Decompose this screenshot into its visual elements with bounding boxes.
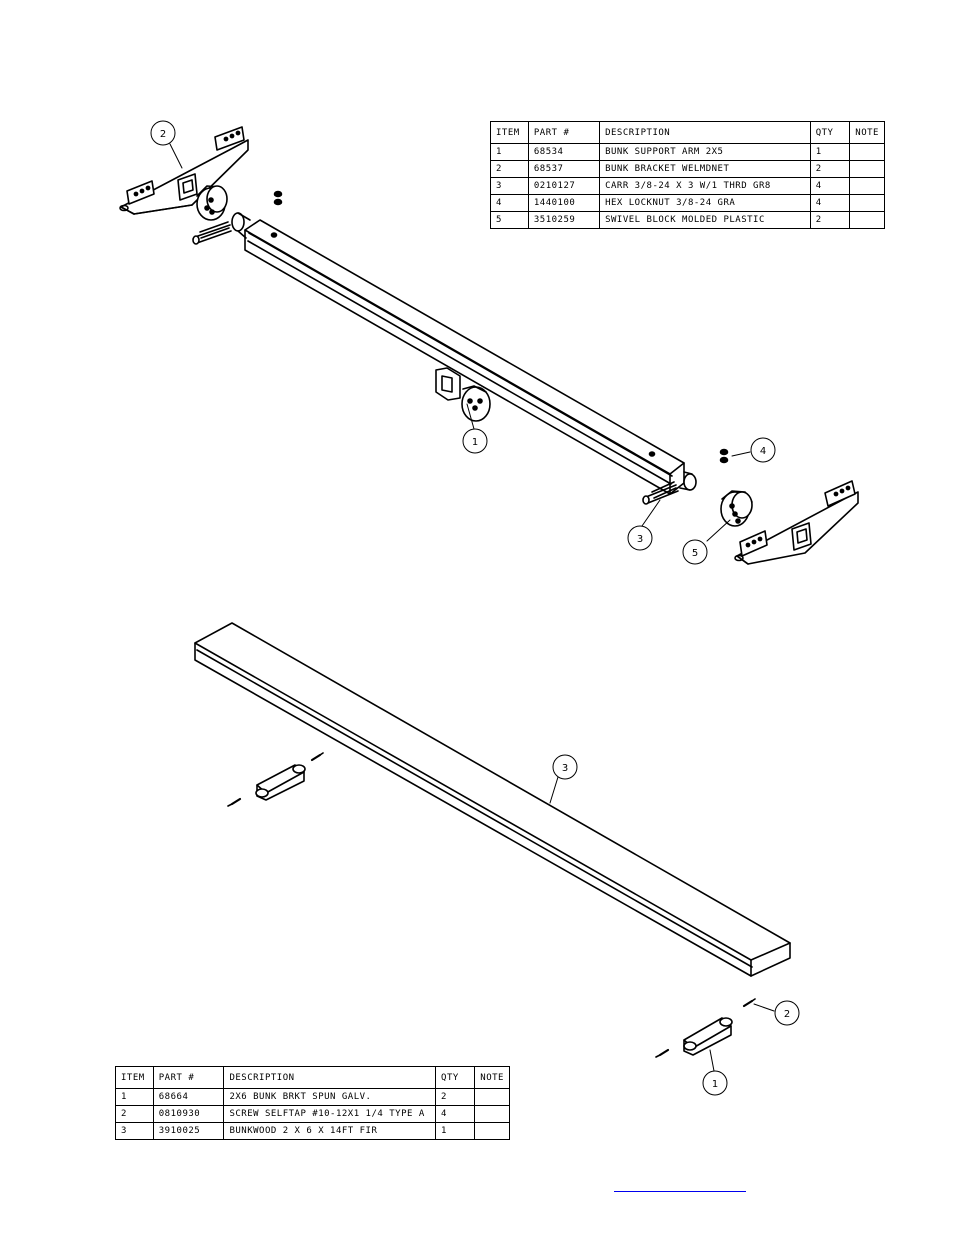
swivel-block-left: [196, 185, 228, 221]
table-cell: SCREW SELFTAP #10-12X1 1/4 TYPE A: [223, 1105, 437, 1123]
swivel-block-right: [720, 490, 753, 527]
table-cell: 2: [435, 1088, 476, 1106]
table-row: 2 68537 BUNK BRACKET WELMDNET 2: [490, 160, 885, 178]
table-cell: [474, 1088, 510, 1106]
callout-label: 2: [784, 1009, 790, 1020]
callout-label: 3: [562, 763, 568, 774]
table-cell: 1: [809, 143, 851, 161]
table-cell: [849, 143, 885, 161]
table-cell: [474, 1122, 510, 1140]
table-cell: 4: [435, 1105, 476, 1123]
table-cell: 0810930: [152, 1105, 225, 1123]
bunk-bracket-right: [734, 480, 859, 565]
top-parts-list-table: ITEM PART # DESCRIPTION QTY NOTE 1 68534…: [490, 121, 885, 229]
column-header: ITEM: [490, 121, 529, 144]
callout-label: 1: [712, 1079, 718, 1090]
column-header: PART #: [152, 1066, 225, 1089]
table-cell: 4: [809, 194, 851, 212]
table-row: 2 0810930 SCREW SELFTAP #10-12X1 1/4 TYP…: [115, 1105, 510, 1123]
table-cell: 4: [809, 177, 851, 195]
table-cell: 3910025: [152, 1122, 225, 1140]
table-row: 3 0210127 CARR 3/8-24 X 3 W/1 THRD GR8 4: [490, 177, 885, 195]
callout-label: 5: [692, 548, 698, 559]
table-row: 1 68534 BUNK SUPPORT ARM 2X5 1: [490, 143, 885, 161]
table-cell: 68537: [527, 160, 601, 178]
column-header: NOTE: [474, 1066, 510, 1089]
table-cell: 2X6 BUNK BRKT SPUN GALV.: [223, 1088, 437, 1106]
carriage-bolts-right: [642, 481, 679, 505]
table-cell: 1: [490, 143, 529, 161]
table-header-row: ITEM PART # DESCRIPTION QTY NOTE: [115, 1066, 510, 1089]
table-row: 3 3910025 BUNKWOOD 2 X 6 X 14FT FIR 1: [115, 1122, 510, 1140]
table-cell: BUNK SUPPORT ARM 2X5: [599, 143, 811, 161]
table-cell: 0210127: [527, 177, 601, 195]
table-header-row: ITEM PART # DESCRIPTION QTY NOTE: [490, 121, 885, 144]
hex-locknut-right: [719, 448, 729, 464]
column-header: NOTE: [849, 121, 885, 144]
callout-label: 1: [472, 437, 478, 448]
callout-balloon: [750, 437, 776, 463]
table-cell: 1: [115, 1088, 154, 1106]
bunk-bracket-left: [119, 126, 249, 215]
table-cell: 2: [115, 1105, 154, 1123]
table-cell: 2: [809, 160, 851, 178]
table-cell: [849, 177, 885, 195]
table-cell: 2: [809, 211, 851, 229]
callout-balloon: [552, 754, 578, 780]
table-cell: 2: [490, 160, 529, 178]
table-cell: 4: [490, 194, 529, 212]
carriage-bolts-left: [192, 221, 232, 245]
callout-balloon: [462, 428, 488, 454]
hex-locknut-left: [273, 190, 283, 206]
footer-link-underline[interactable]: [614, 1191, 746, 1192]
table-cell: 1440100: [527, 194, 601, 212]
table-cell: 5: [490, 211, 529, 229]
callout-balloon: [150, 120, 176, 146]
column-header: PART #: [527, 121, 601, 144]
table-cell: 3: [490, 177, 529, 195]
table-cell: 1: [435, 1122, 476, 1140]
bunk-support-arm: [231, 212, 697, 495]
table-cell: BUNKWOOD 2 X 6 X 14FT FIR: [223, 1122, 437, 1140]
table-cell: SWIVEL BLOCK MOLDED PLASTIC: [599, 211, 811, 229]
bunk-bracket-bottom-left: [227, 752, 324, 807]
table-cell: [849, 160, 885, 178]
bottom-parts-list-table: ITEM PART # DESCRIPTION QTY NOTE 1 68664…: [115, 1066, 510, 1140]
callout-label: 2: [160, 129, 166, 140]
table-row: 5 3510259 SWIVEL BLOCK MOLDED PLASTIC 2: [490, 211, 885, 229]
table-row: 1 68664 2X6 BUNK BRKT SPUN GALV. 2: [115, 1088, 510, 1106]
table-cell: 3510259: [527, 211, 601, 229]
column-header: QTY: [809, 121, 851, 144]
table-cell: 68534: [527, 143, 601, 161]
table-cell: BUNK BRACKET WELMDNET: [599, 160, 811, 178]
callout-label: 3: [637, 534, 643, 545]
table-cell: 3: [115, 1122, 154, 1140]
table-cell: CARR 3/8-24 X 3 W/1 THRD GR8: [599, 177, 811, 195]
column-header: ITEM: [115, 1066, 154, 1089]
bunk-bracket-bottom-right: [655, 998, 756, 1058]
column-header: QTY: [435, 1066, 476, 1089]
bunkwood-board: [194, 622, 791, 977]
table-cell: 68664: [152, 1088, 225, 1106]
bottom-leaders: [549, 776, 775, 1072]
column-header: DESCRIPTION: [223, 1066, 437, 1089]
table-cell: HEX LOCKNUT 3/8-24 GRA: [599, 194, 811, 212]
callout-balloon: [682, 539, 708, 565]
top-leaders: [169, 143, 751, 542]
table-cell: [849, 211, 885, 229]
column-header: DESCRIPTION: [599, 121, 811, 144]
table-row: 4 1440100 HEX LOCKNUT 3/8-24 GRA 4: [490, 194, 885, 212]
table-cell: [474, 1105, 510, 1123]
callout-balloon: [774, 1000, 800, 1026]
callout-balloon: [627, 525, 653, 551]
callout-label: 4: [760, 446, 766, 457]
callout-balloon: [702, 1070, 728, 1096]
table-cell: [849, 194, 885, 212]
